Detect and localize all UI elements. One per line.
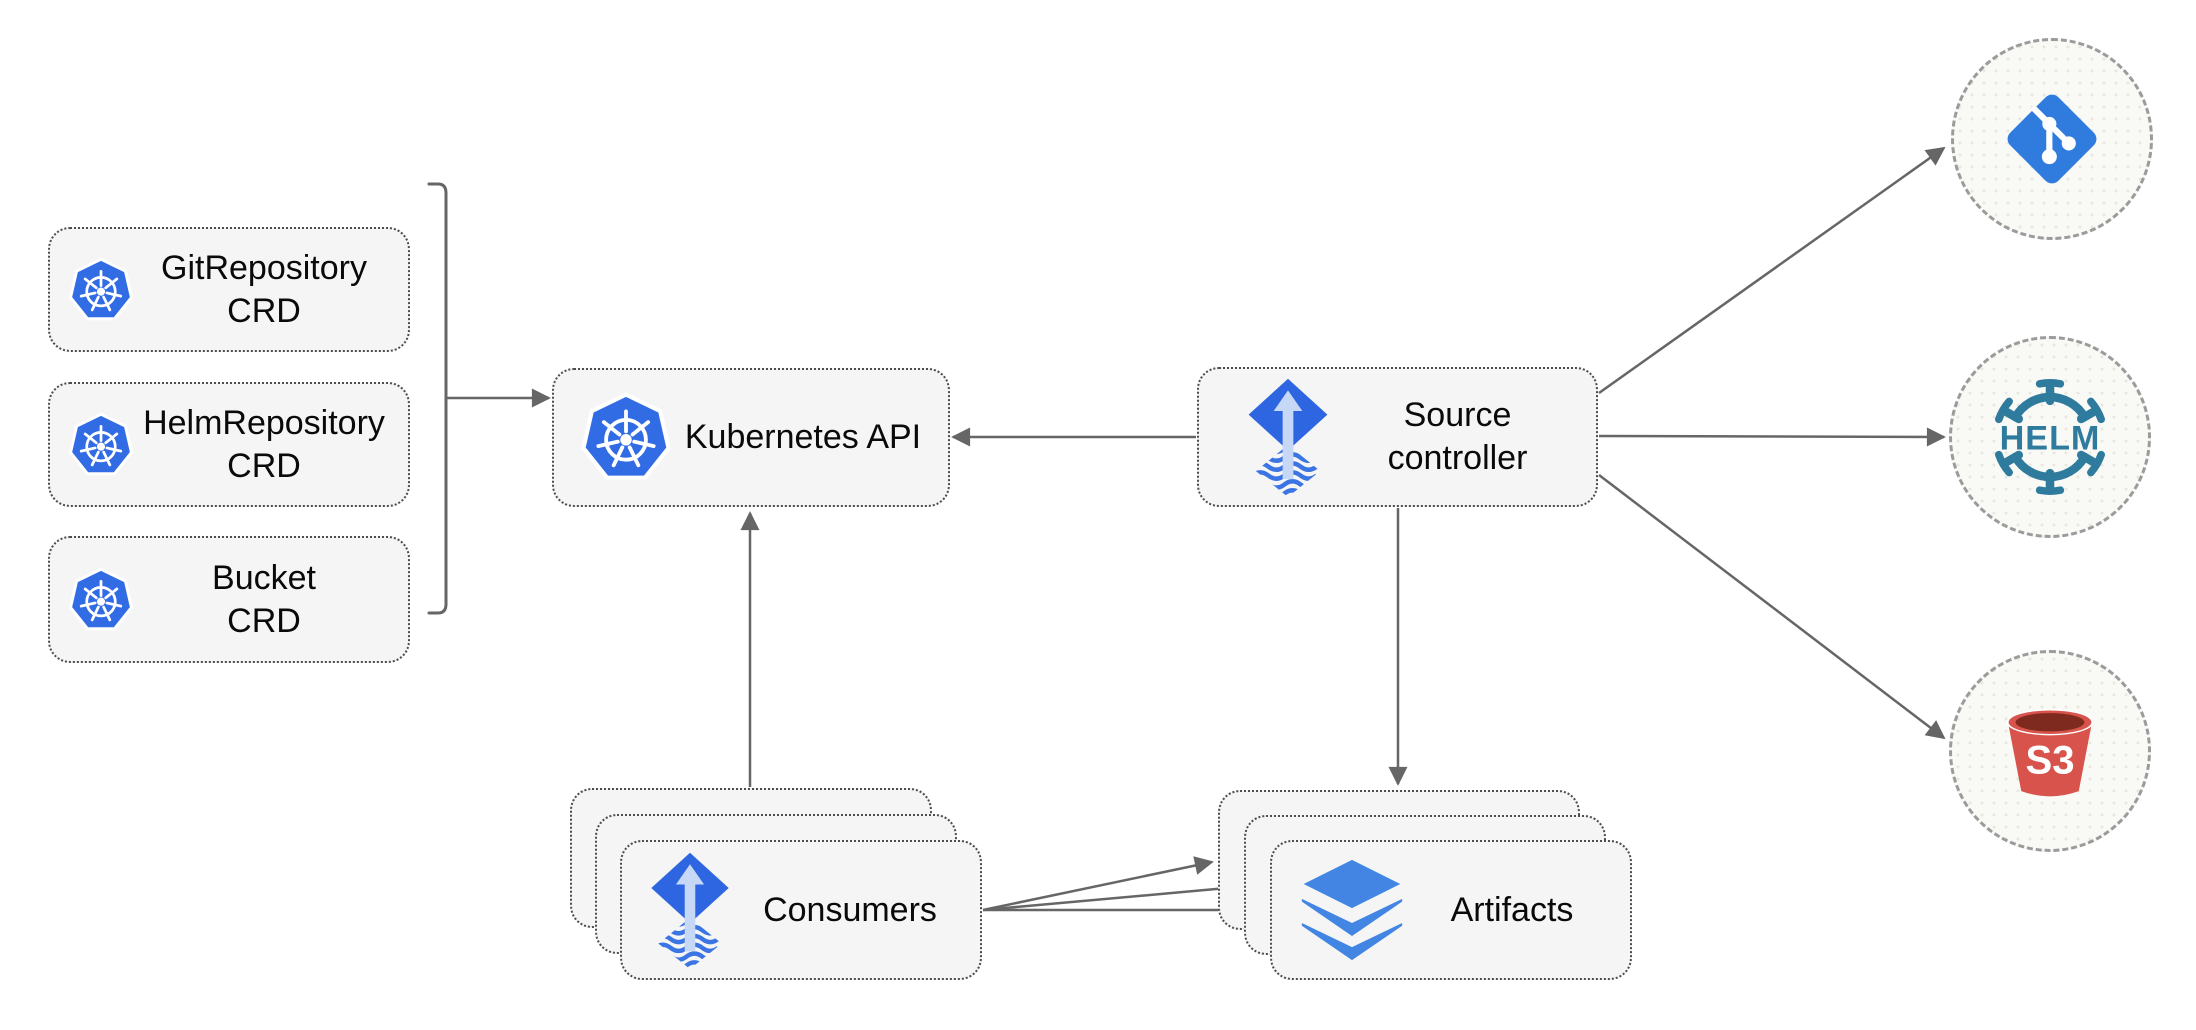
helm-wheel-icon: HELM bbox=[1994, 379, 2106, 495]
arrow-source-to-helm bbox=[1598, 427, 1946, 447]
s3-bucket-circle: S3 bbox=[1949, 650, 2151, 852]
crd-type: CRD bbox=[227, 291, 301, 330]
crd-name: Bucket bbox=[212, 558, 316, 597]
arrow-consumers-to-artifacts-2 bbox=[982, 879, 1240, 912]
node-label: Source controller bbox=[1333, 394, 1596, 480]
node-label: Consumers bbox=[734, 889, 980, 932]
node-label: Bucket CRD bbox=[134, 557, 408, 643]
artifacts-node: Artifacts bbox=[1270, 840, 1632, 980]
arrow-source-to-s3 bbox=[1598, 474, 1946, 740]
flux-icon bbox=[1248, 378, 1328, 497]
kubernetes-icon bbox=[68, 257, 134, 320]
arrow-source-to-git bbox=[1598, 146, 1946, 395]
kubernetes-api-label: Kubernetes API bbox=[684, 418, 922, 457]
gitrepository-crd-node: GitRepository CRD bbox=[48, 227, 410, 352]
kubernetes-api-node: Kubernetes API bbox=[552, 368, 950, 507]
node-label: Artifacts bbox=[1408, 889, 1630, 932]
source-controller-label-line1: Source bbox=[1403, 396, 1512, 435]
s3-logo-text: S3 bbox=[2025, 739, 2074, 783]
node-label: HelmRepository CRD bbox=[134, 402, 408, 488]
source-controller-node: Source controller bbox=[1197, 367, 1598, 507]
flux-icon bbox=[651, 852, 729, 969]
git-repository-circle bbox=[1951, 38, 2153, 240]
crd-name: GitRepository bbox=[161, 248, 367, 287]
consumers-node: Consumers bbox=[620, 840, 982, 980]
git-icon bbox=[2007, 94, 2097, 184]
s3-bucket-icon: S3 bbox=[2006, 709, 2094, 797]
artifacts-label: Artifacts bbox=[1450, 890, 1574, 929]
consumers-label: Consumers bbox=[763, 890, 937, 929]
node-label: GitRepository CRD bbox=[134, 247, 408, 333]
layers-icon bbox=[1301, 859, 1403, 961]
helm-logo-text: HELM bbox=[2000, 419, 2101, 457]
crd-type: CRD bbox=[227, 601, 301, 640]
kubernetes-icon bbox=[581, 392, 671, 480]
crd-name: HelmRepository bbox=[143, 403, 385, 442]
crd-type: CRD bbox=[227, 446, 301, 485]
bucket-crd-node: Bucket CRD bbox=[48, 536, 410, 663]
node-label: Kubernetes API bbox=[672, 416, 948, 459]
source-controller-label-line2: controller bbox=[1387, 439, 1528, 477]
kubernetes-icon bbox=[68, 567, 134, 630]
kubernetes-icon bbox=[68, 412, 134, 475]
helmrepository-crd-node: HelmRepository CRD bbox=[48, 382, 410, 507]
bracket-crds bbox=[427, 182, 448, 615]
helm-repository-circle: HELM bbox=[1949, 336, 2151, 538]
arrow-consumers-to-artifacts-1 bbox=[982, 856, 1214, 912]
